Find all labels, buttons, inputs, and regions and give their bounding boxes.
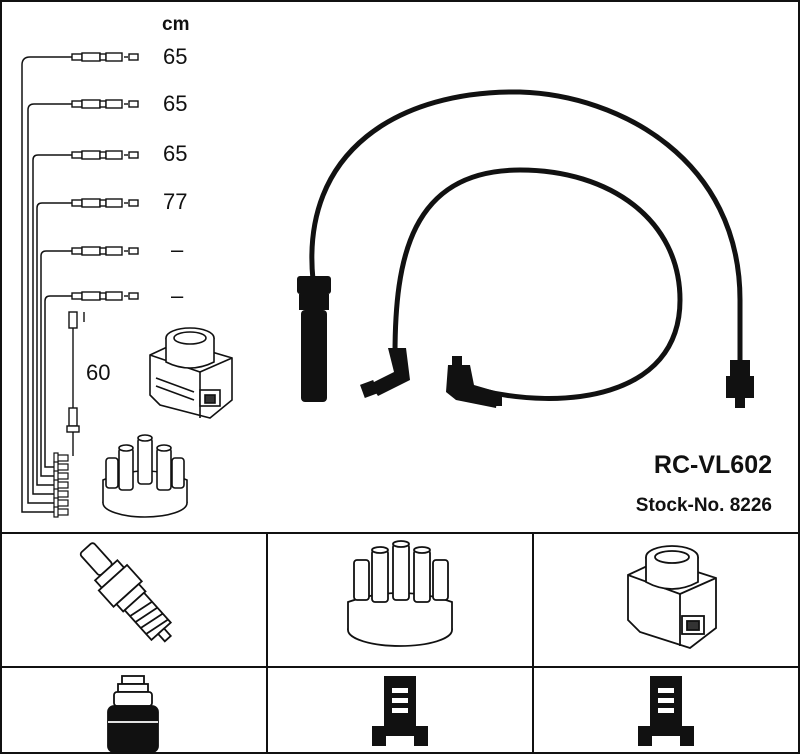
long-cable [309,89,743,365]
short-cable [392,167,683,401]
distributor-cap-icon [347,540,453,647]
length-label-6: – [171,283,184,308]
coil-lead [66,311,85,456]
lead-line-6 [44,295,72,468]
coil-lead-length-label: 60 [86,360,111,385]
connector-icon [71,52,139,62]
straight-boot-icon [297,276,331,402]
length-label-2: 65 [163,91,188,116]
wiring-schematic [21,56,72,513]
lead-line-5 [40,250,72,477]
ignition-coil-icon [149,327,233,419]
connector-icon [71,291,139,301]
length-label-5: – [171,237,184,262]
stock-number: Stock-No. 8226 [635,495,772,516]
cap-terminal-icon [372,676,428,746]
cable-set-drawing [297,89,754,408]
coil-connector-icon [726,360,754,408]
connector-icon [71,198,139,208]
lead-line-4 [36,202,72,486]
product-code: RC-VL602 [653,451,772,479]
ignition-coil-icon [627,545,717,650]
lead-line-1 [21,56,72,513]
length-label-1: 65 [163,44,188,69]
connector-icon [71,246,139,256]
length-label-4: 77 [163,189,188,214]
spark-plug-icon [79,542,173,643]
angled-boot-icon [360,348,410,398]
length-label-3: 65 [163,141,188,166]
distributor-cap-icon [102,434,188,518]
terminal-stack [53,452,69,518]
lead-line-3 [32,154,72,495]
lead-line-2 [27,103,72,504]
angled-boot-icon [446,356,502,408]
coil-terminal-icon [638,676,694,746]
plug-boot-icon [107,675,159,753]
connector-icon [71,99,139,109]
connector-icon [71,150,139,160]
unit-label: cm [162,14,190,35]
